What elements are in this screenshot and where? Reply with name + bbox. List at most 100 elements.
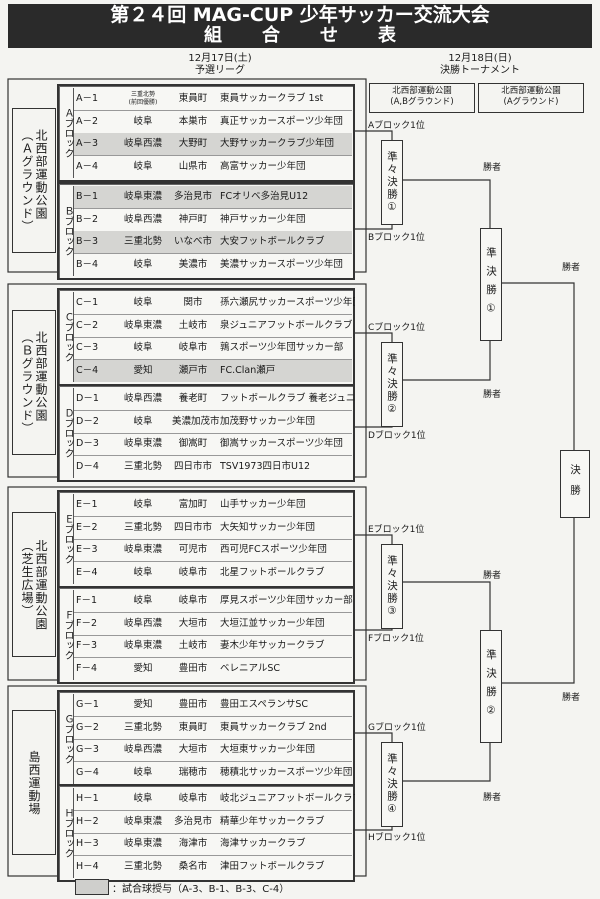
block-label: Ｇブロック (61, 694, 74, 784)
team-region: 岐阜西濃 (123, 393, 162, 404)
team-region: 三重北勢 (123, 521, 162, 533)
team-id: H－2 (76, 815, 99, 827)
team-city: 可児市 (178, 544, 208, 555)
team-region: 岐阜 (133, 258, 153, 270)
right-date: 12月18日(日) (448, 53, 512, 64)
team-id: E－2 (76, 521, 98, 533)
block-label: Ｈブロック (61, 788, 74, 878)
block-label: Ｃブロック (61, 292, 74, 382)
team-name: フットボールクラブ 養老ジュニア (220, 393, 355, 404)
team-city: 土岐市 (178, 319, 208, 331)
team-id: G－2 (76, 721, 99, 733)
team-region: 岐阜東濃 (123, 815, 162, 827)
team-id: A－2 (76, 115, 99, 127)
team-name: 真正サッカースポーツ少年団 (220, 115, 343, 127)
venue-box-a: 北西部運動公園 (Aグラウンド) (478, 83, 584, 113)
team-region: 岐阜東濃 (123, 319, 162, 331)
team-region: 岐阜 (133, 499, 153, 510)
team-name: 東員サッカークラブ 2nd (220, 721, 327, 733)
team-city: 岐阜市 (178, 595, 208, 606)
team-id: E－1 (76, 499, 98, 510)
team-id: F－4 (76, 662, 98, 674)
block-label: Ａブロック (61, 88, 74, 178)
team-id: H－1 (76, 793, 99, 804)
winner-label: 勝者 (562, 263, 581, 273)
team-city: 関市 (183, 297, 203, 308)
team-id: G－4 (76, 766, 99, 778)
team-id: E－3 (76, 544, 98, 555)
team-region: 岐阜 (133, 415, 153, 427)
team-name: 美濃サッカースポーツ少年団 (220, 258, 343, 270)
team-name: 大垣東サッカー少年団 (220, 744, 316, 755)
team-city: 本巣市 (178, 115, 208, 127)
team-id: F－3 (76, 640, 98, 651)
team-city: 岐阜市 (178, 566, 208, 578)
team-region: 岐阜 (133, 297, 153, 308)
team-region: 岐阜 (133, 766, 153, 778)
team-name: 神戸サッカー少年団 (220, 213, 306, 225)
team-region: 岐阜 (133, 595, 153, 606)
team-region: 岐阜東濃 (123, 544, 162, 555)
title-line1: 第２４回 MAG-CUP 少年サッカー交流大会 (110, 4, 490, 26)
venue-a-ground: 北西部運動公園 （Ａグラウンド） (12, 108, 56, 253)
team-city: 豊田市 (178, 699, 208, 710)
team-name: TSV1973四日市U12 (220, 460, 311, 472)
team-name: 加茂野サッカー少年団 (220, 415, 316, 427)
team-region: 岐阜西濃 (123, 617, 162, 629)
label-e1: Eブロック1位 (368, 525, 425, 535)
team-name: 精華少年サッカークラブ (220, 815, 325, 827)
team-id: C－2 (76, 319, 99, 331)
venue-lawn: 北西部運動公園 （芝生広場） (12, 512, 56, 657)
team-region: 岐阜 (133, 566, 153, 578)
left-sub: 予選リーグ (195, 65, 245, 76)
team-id: F－2 (76, 617, 98, 629)
team-city: 豊田市 (178, 662, 208, 674)
team-region: 岐阜 (133, 793, 153, 804)
team-city: 東員町 (178, 721, 208, 733)
team-name: 泉ジュニアフットボールクラブ (220, 319, 353, 331)
team-name: 海津サッカークラブ (220, 838, 306, 849)
team-name: 東員サッカークラブ 1st (220, 93, 324, 104)
team-name: 高富サッカー少年団 (220, 160, 306, 172)
team-region: 岐阜東濃 (123, 640, 162, 651)
team-city: 桑名市 (178, 860, 208, 872)
sf-2: 準決勝② (480, 630, 502, 743)
team-region: 岐阜 (133, 160, 153, 172)
winner-label: 勝者 (483, 163, 502, 173)
left-date: 12月17日(土) (188, 53, 252, 64)
team-id: F－1 (76, 595, 98, 606)
label-b1: Bブロック1位 (368, 233, 425, 243)
team-id: G－3 (76, 744, 99, 755)
team-id: D－3 (76, 438, 99, 449)
team-name: 豊田エスペランサSC (220, 699, 308, 710)
team-id: H－4 (76, 860, 99, 872)
team-id: B－1 (76, 191, 99, 202)
team-region: 愛知 (133, 699, 153, 710)
sf-1: 準決勝① (480, 228, 502, 341)
team-row: C－2 岐阜東濃 土岐市泉ジュニアフットボールクラブ (74, 315, 352, 338)
team-name: 鶉スポーツ少年団サッカー部 (220, 342, 344, 353)
team-region: 愛知 (133, 662, 153, 674)
right-header: 12月18日(日) 決勝トーナメント (410, 53, 550, 77)
team-region: 岐阜西濃 (123, 138, 162, 149)
team-id: C－3 (76, 342, 99, 353)
team-region: 三重北勢 (123, 460, 162, 472)
title-line2: 組合せ表 (204, 25, 436, 46)
